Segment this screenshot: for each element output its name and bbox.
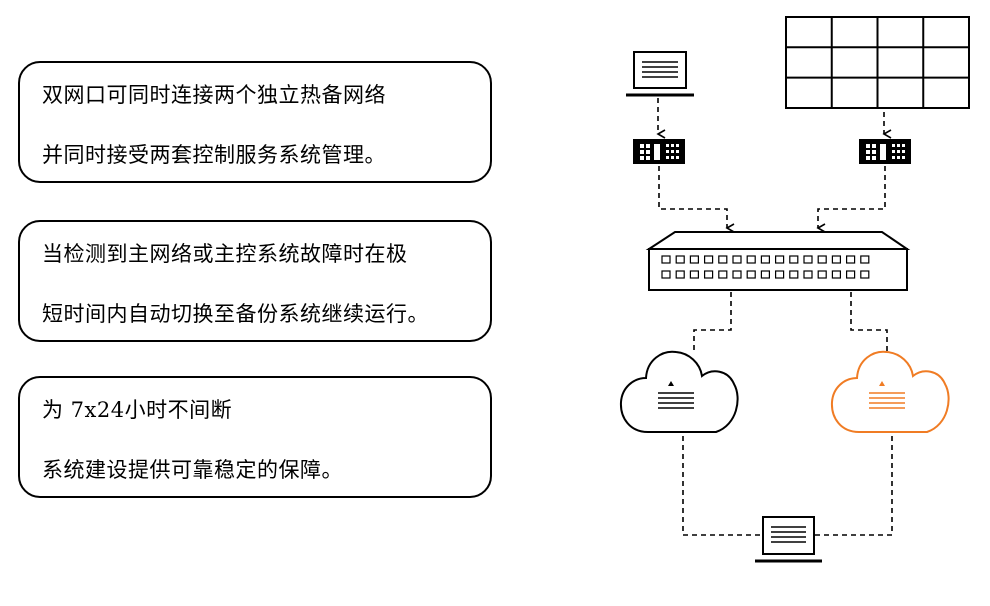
decoder-icon [859, 139, 911, 164]
switch-port [831, 255, 842, 264]
switch-port [774, 270, 785, 279]
switch-port [817, 270, 827, 279]
switch-port [760, 270, 771, 279]
switch-port [845, 270, 856, 279]
feature-box-dual-port: 双网口可同时连接两个独立热备网络 并同时接受两套控制服务系统管理。 [18, 61, 492, 183]
switch-port [803, 255, 813, 264]
switch-port [860, 270, 870, 279]
switch-port [718, 270, 728, 279]
switch-port [831, 270, 842, 279]
switch-port [845, 255, 856, 264]
cloud-server-icon [830, 350, 950, 433]
switch-port [718, 255, 728, 264]
switch-port [803, 270, 813, 279]
switch-port [817, 255, 827, 264]
feature-text-line: 为 7x24小时不间断 [42, 398, 233, 422]
switch-port [774, 255, 785, 264]
switch-port [689, 270, 700, 279]
switch-port [675, 270, 685, 279]
feature-box-failover: 当检测到主网络或主控系统故障时在极 短时间内自动切换至备份系统继续运行。 [18, 220, 492, 342]
switch-port [675, 255, 685, 264]
monitor-icon [626, 51, 694, 97]
network-switch-icon [645, 231, 911, 291]
switch-port [746, 255, 756, 264]
switch-port [789, 270, 799, 279]
feature-box-reliability: 为 7x24小时不间断 系统建设提供可靠稳定的保障。 [18, 376, 492, 498]
feature-text-line: 短时间内自动切换至备份系统继续运行。 [42, 302, 429, 326]
switch-port [732, 255, 742, 264]
feature-text-line: 并同时接受两套控制服务系统管理。 [42, 143, 386, 167]
switch-port [746, 270, 756, 279]
decoder-icon [633, 139, 685, 164]
cloud-server-icon [619, 350, 739, 433]
switch-port [661, 255, 671, 264]
monitor-icon [755, 516, 822, 563]
switch-port [703, 270, 714, 279]
feature-text-line: 双网口可同时连接两个独立热备网络 [42, 83, 386, 107]
feature-text-line: 系统建设提供可靠稳定的保障。 [42, 458, 343, 482]
switch-port [789, 255, 799, 264]
switch-port [760, 255, 771, 264]
switch-port [703, 255, 714, 264]
switch-port [860, 255, 870, 264]
feature-text-line: 当检测到主网络或主控系统故障时在极 [42, 242, 408, 266]
switch-port [689, 255, 700, 264]
video-wall-icon [785, 16, 970, 109]
switch-port [661, 270, 671, 279]
switch-port [732, 270, 742, 279]
